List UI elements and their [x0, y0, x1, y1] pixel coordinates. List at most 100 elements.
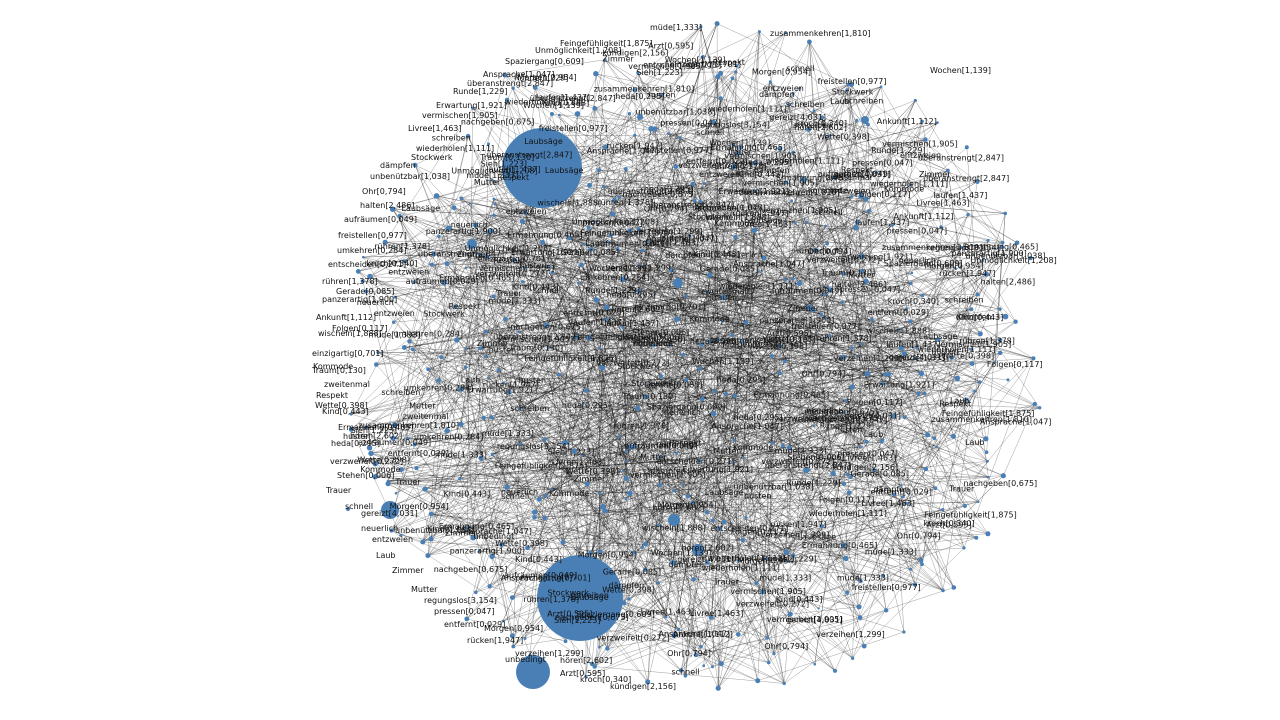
- node-label-overlap: Wochen[1,139]: [589, 264, 650, 273]
- node-label-overlap: Unmöglichkeit[1,208]: [970, 256, 1056, 265]
- node-label-overlap: neuerlich: [899, 256, 936, 265]
- graph-node: [790, 553, 796, 558]
- graph-node: [433, 193, 440, 199]
- node-label-overlap: Stockwerk: [832, 88, 874, 97]
- node-label: Runde[1,229]: [453, 87, 507, 96]
- graph-node: [751, 227, 758, 233]
- graph-node: [360, 279, 365, 284]
- graph-node: [504, 97, 510, 103]
- node-label-overlap: Wochen[1,139]: [709, 139, 770, 148]
- graph-node: [941, 588, 945, 593]
- graph-node: [738, 145, 743, 150]
- node-label-overlap: Folgen[0,117]: [987, 360, 1043, 369]
- graph-node: [597, 168, 601, 173]
- graph-node: [846, 472, 850, 477]
- graph-node: [645, 679, 651, 685]
- node-label: entzweien: [372, 535, 413, 544]
- graph-node: [813, 247, 818, 253]
- graph-node-large: [537, 555, 623, 641]
- node-label: Folgen[0,117]: [332, 324, 388, 333]
- graph-node: [807, 39, 812, 45]
- graph-node: [576, 281, 580, 285]
- graph-node: [651, 343, 656, 348]
- node-label-overlap: Wochen[1,139]: [523, 101, 584, 110]
- graph-node: [540, 239, 545, 245]
- node-label-overlap: heda[0,295]: [644, 185, 693, 194]
- node-label-overlap: Laub: [864, 430, 884, 439]
- node-label-overlap: rühren[1,378]: [816, 334, 872, 343]
- node-label: wiederholen[1,111]: [416, 144, 494, 153]
- node-label: Sieh[1,223]: [554, 616, 600, 625]
- node-label-overlap: Trauer: [726, 148, 753, 157]
- graph-node: [977, 331, 983, 337]
- graph-node: [711, 410, 717, 417]
- node-label-overlap: laufen[1,437]: [571, 318, 625, 327]
- node-label-overlap: Ansprache[1,047]: [733, 259, 805, 268]
- graph-node: [761, 255, 767, 261]
- graph-node: [366, 445, 373, 451]
- graph-node: [962, 546, 966, 550]
- graph-node: [458, 477, 462, 481]
- graph-node: [861, 643, 867, 649]
- node-label-overlap: wiederholen[1,111]: [505, 98, 583, 107]
- node-label-overlap: dämpfen: [668, 560, 704, 569]
- graph-node: [975, 292, 980, 297]
- graph-node: [925, 432, 931, 438]
- node-label-overlap: Erwartung[1,921]: [682, 465, 753, 474]
- graph-node: [349, 412, 353, 416]
- node-label-overlap: verzeihen[1,299]: [816, 630, 885, 639]
- graph-node: [832, 668, 838, 673]
- graph-node: [901, 351, 908, 357]
- node-label-overlap: entscheiden[0,271]: [710, 524, 788, 533]
- node-label: verzeihen[1,299]: [515, 649, 584, 658]
- graph-node: [690, 500, 695, 505]
- node-label-overlap: entfernt[0,029]: [388, 449, 449, 458]
- graph-node: [920, 293, 925, 298]
- node-label-overlap: entzweien: [374, 309, 415, 318]
- graph-node: [474, 590, 478, 595]
- graph-node: [935, 445, 938, 449]
- graph-node: [912, 582, 918, 587]
- graph-node: [681, 483, 685, 487]
- graph-node: [410, 347, 415, 352]
- graph-node: [906, 502, 909, 506]
- node-label-overlap: zusammenkehren[1,810]: [932, 415, 1033, 424]
- graph-node: [920, 119, 924, 124]
- node-label-overlap: wiederholen[1,111]: [719, 282, 797, 291]
- node-label-overlap: dämpfen: [665, 251, 701, 260]
- graph-node: [810, 307, 816, 313]
- graph-node: [902, 630, 906, 634]
- node-label: kroch[0,340]: [580, 675, 631, 684]
- graph-node: [367, 273, 373, 280]
- node-label-overlap: aufräumen[0,049]: [358, 438, 431, 447]
- node-label-overlap: Livree[1,463]: [861, 499, 915, 508]
- graph-node: [998, 307, 1002, 311]
- graph-node: [736, 632, 741, 637]
- graph-node: [753, 189, 756, 192]
- graph-node: [603, 304, 610, 311]
- node-label-overlap: hören[2,602]: [612, 305, 664, 314]
- graph-node: [860, 268, 865, 274]
- graph-node: [414, 466, 419, 471]
- node-label: Kind[0,443]: [322, 407, 369, 416]
- graph-node-large: [502, 128, 582, 208]
- node-label-overlap: neuerlich: [726, 250, 763, 259]
- node-label-overlap: verzeihen[1,299]: [761, 531, 830, 540]
- graph-node: [714, 21, 720, 27]
- graph-node: [804, 467, 810, 473]
- graph-node: [673, 164, 679, 170]
- graph-node: [389, 206, 396, 212]
- node-label: aufräumen[0,049]: [344, 215, 417, 224]
- graph-node: [431, 252, 436, 257]
- node-label: pressen[0,047]: [434, 607, 495, 616]
- node-label-overlap: Respekt: [939, 399, 971, 408]
- graph-node: [593, 220, 596, 223]
- graph-node: [813, 662, 817, 666]
- graph-node: [621, 469, 625, 473]
- graph-node: [517, 406, 522, 411]
- graph-node: [845, 590, 850, 595]
- graph-node: [603, 58, 607, 62]
- graph-node: [848, 81, 855, 88]
- graph-node: [859, 253, 865, 260]
- node-label-overlap: zusammenkehren[1,810]: [359, 421, 460, 430]
